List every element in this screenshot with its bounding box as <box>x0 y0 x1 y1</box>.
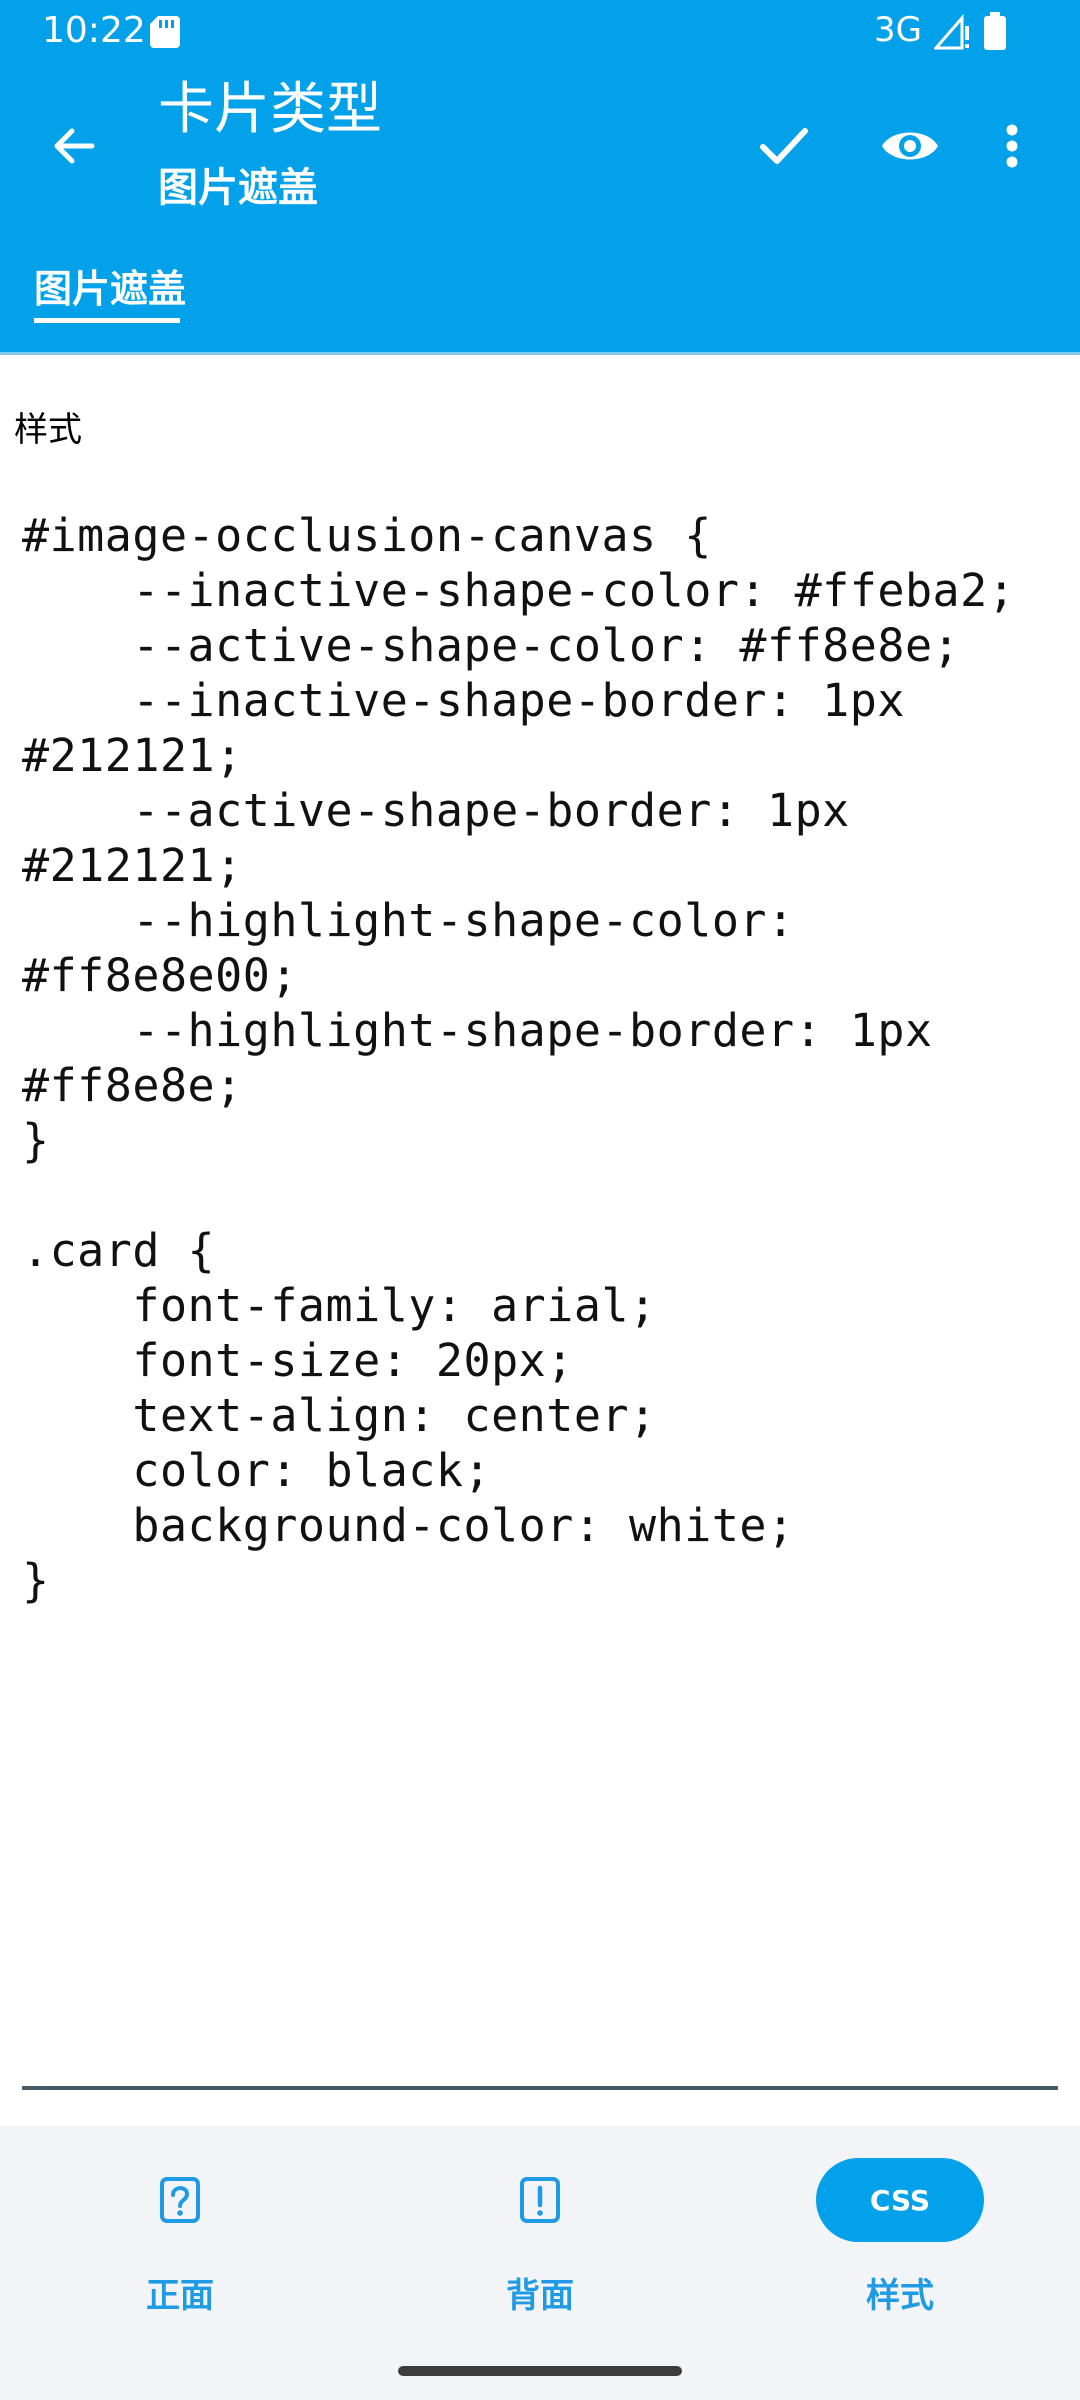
nav-icon-container <box>456 2158 624 2242</box>
nav-item-style[interactable]: CSS 样式 <box>720 2126 1080 2366</box>
status-bar: 10:22 3G <box>0 0 1080 62</box>
back-button[interactable] <box>38 110 110 182</box>
question-card-icon <box>160 2177 200 2223</box>
css-editor[interactable]: #image-occlusion-canvas { --inactive-sha… <box>22 509 1016 1607</box>
app-bar: 10:22 3G 卡片类型 图片遮盖 <box>0 0 1080 355</box>
nav-active-indicator: CSS <box>816 2158 984 2242</box>
sd-card-icon <box>150 16 180 48</box>
preview-button[interactable] <box>870 106 950 186</box>
back-arrow-icon <box>54 128 95 164</box>
check-icon <box>760 128 808 164</box>
page-title: 卡片类型 <box>158 77 382 142</box>
tab-image-occlusion[interactable]: 图片遮盖 <box>34 267 187 311</box>
network-type: 3G <box>874 10 922 50</box>
css-icon: CSS <box>869 2183 931 2217</box>
page-subtitle: 图片遮盖 <box>158 165 318 211</box>
bottom-navigation: 正面 背面 CSS 样式 <box>0 2126 1080 2400</box>
nav-label-back: 背面 <box>506 2276 574 2316</box>
editor-underline <box>22 2086 1058 2090</box>
more-options-button[interactable] <box>982 106 1042 186</box>
home-indicator[interactable] <box>398 2366 682 2376</box>
section-label: 样式 <box>14 410 82 450</box>
nav-item-front[interactable]: 正面 <box>0 2126 360 2366</box>
save-button[interactable] <box>744 106 824 186</box>
nav-item-back[interactable]: 背面 <box>360 2126 720 2366</box>
nav-label-style: 样式 <box>866 2276 934 2316</box>
tab-indicator <box>34 318 180 323</box>
battery-icon <box>984 12 1006 50</box>
eye-icon <box>882 132 938 160</box>
status-time: 10:22 <box>42 10 146 51</box>
nav-icon-container <box>96 2158 264 2242</box>
exclamation-card-icon <box>520 2177 560 2223</box>
nav-label-front: 正面 <box>146 2276 214 2316</box>
signal-icon <box>934 14 969 50</box>
more-vert-icon <box>1006 124 1018 168</box>
appbar-divider <box>0 352 1080 355</box>
